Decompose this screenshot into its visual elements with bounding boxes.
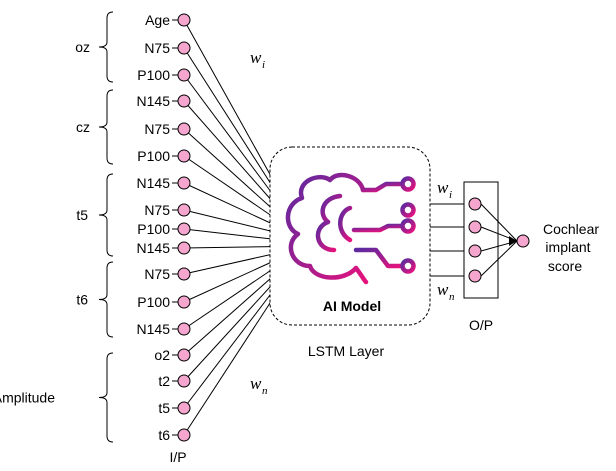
input-group-braces: oz cz t5 t6Amplitude: [0, 11, 114, 443]
output-node: [468, 269, 482, 283]
svg-text:w: w: [437, 280, 449, 299]
input-weight-top: w i: [250, 48, 265, 71]
input-node: [177, 295, 191, 309]
output-node: [468, 244, 482, 258]
group-brace: [98, 173, 114, 257]
input-node-label: N75: [144, 202, 170, 218]
input-connection-lines: [183, 19, 273, 436]
connection-line: [183, 155, 273, 217]
svg-text:w: w: [250, 48, 262, 67]
connection-line: [183, 246, 273, 249]
input-node: [177, 222, 191, 236]
input-node-label: P100: [137, 67, 170, 83]
connection-line: [183, 47, 273, 186]
group-label: oz: [75, 39, 90, 55]
svg-text:n: n: [262, 385, 268, 397]
input-node-label: t6: [158, 427, 170, 443]
input-node-label: P100: [137, 221, 170, 237]
input-node-label: N145: [137, 93, 171, 109]
input-node-label: P100: [137, 148, 170, 164]
svg-text:i: i: [262, 59, 265, 71]
output-connection-lines: [430, 203, 518, 277]
input-node: [177, 122, 191, 136]
input-node: [177, 374, 191, 388]
connection-line: [183, 182, 273, 225]
connection-line: [183, 261, 273, 303]
output-node: [468, 220, 482, 234]
input-node-label: P100: [137, 294, 170, 310]
brain-circuit-icon: [285, 172, 416, 285]
input-node: [177, 149, 191, 163]
svg-text:i: i: [449, 189, 452, 201]
connection-line: [183, 74, 273, 194]
output-block: [430, 181, 518, 299]
svg-text:w: w: [437, 178, 449, 197]
connection-line: [183, 100, 273, 202]
output-label: O/P: [469, 317, 493, 333]
input-node-label: Age: [145, 12, 170, 28]
ai-model-title: AI Model: [323, 298, 381, 314]
input-node-label: o2: [154, 347, 170, 363]
input-node-label: N145: [137, 240, 171, 256]
svg-text:implant: implant: [545, 239, 590, 255]
score-node: [516, 234, 530, 248]
input-node-label: N75: [144, 121, 170, 137]
input-node: [177, 13, 191, 27]
input-node: [177, 68, 191, 82]
output-to-score-line: [480, 240, 518, 277]
connection-line: [183, 253, 273, 275]
input-node: [177, 322, 191, 336]
input-node: [177, 241, 191, 255]
input-node-label: N145: [137, 175, 171, 191]
group-label: cz: [76, 119, 90, 135]
output-nodes: [468, 197, 482, 283]
input-label: I/P: [169, 449, 186, 465]
svg-text:n: n: [449, 291, 455, 303]
connection-line: [183, 269, 273, 330]
svg-text:score: score: [548, 258, 582, 274]
output-to-score-line: [480, 203, 518, 242]
group-brace: [98, 89, 114, 165]
arrowhead: [509, 236, 517, 246]
connection-line: [183, 299, 273, 436]
output-node: [468, 197, 482, 211]
connection-line: [183, 292, 273, 409]
group-brace: [98, 352, 114, 443]
input-node-label: t5: [158, 400, 170, 416]
input-node: [177, 428, 191, 442]
input-node: [177, 41, 191, 55]
input-node: [177, 176, 191, 190]
connection-line: [183, 128, 273, 209]
group-label: t5: [76, 207, 88, 223]
input-node: [177, 94, 191, 108]
output-weight-top: w i: [437, 178, 452, 201]
ai-model-box: AI Model: [269, 146, 431, 326]
score-label: Cochlear implant score: [543, 221, 599, 274]
connection-line: [183, 19, 273, 179]
group-label: Amplitude: [0, 390, 55, 406]
input-node: [177, 348, 191, 362]
input-node-label: N75: [144, 266, 170, 282]
group-brace: [98, 261, 114, 338]
connection-line: [183, 284, 273, 382]
svg-text:Cochlear: Cochlear: [543, 221, 599, 237]
connection-line: [183, 209, 273, 232]
connection-line: [183, 228, 273, 240]
input-node-label: N75: [144, 40, 170, 56]
input-node-label: N145: [137, 321, 171, 337]
connection-line: [183, 276, 273, 356]
input-node: [177, 401, 191, 415]
group-label: t6: [76, 292, 88, 308]
input-node-label: t2: [158, 373, 170, 389]
group-brace: [98, 11, 114, 83]
input-node: [177, 203, 191, 217]
input-node: [177, 267, 191, 281]
input-weight-bottom: w n: [250, 374, 268, 397]
output-weight-bottom: w n: [437, 280, 455, 303]
input-layer: AgeN75P100N145N75P100N145N75P100N145N75P…: [137, 12, 191, 443]
lstm-layer-label: LSTM Layer: [308, 343, 385, 359]
svg-text:w: w: [250, 374, 262, 393]
